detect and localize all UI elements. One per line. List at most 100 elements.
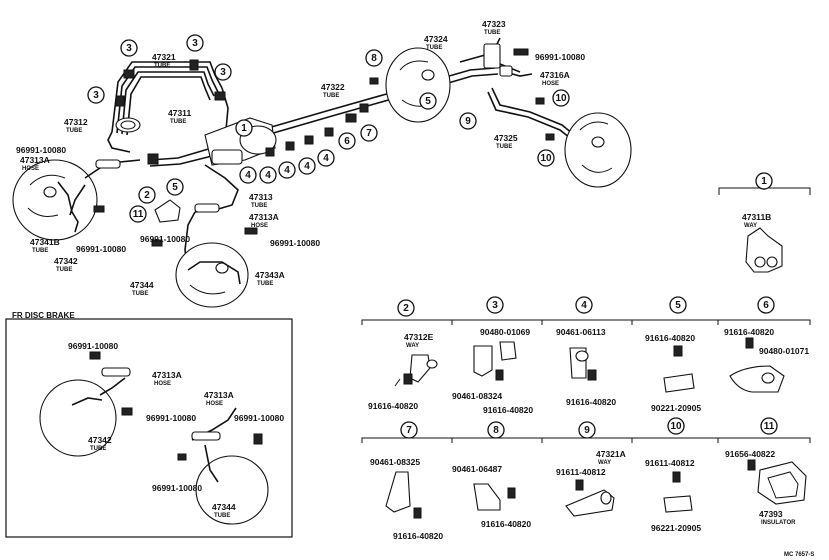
callout-c6a: 6 [338, 132, 356, 150]
callout-c5a: 5 [419, 92, 437, 110]
part-type-p47313Ab: HOSE [251, 223, 268, 229]
callout-c4a: 4 [317, 149, 335, 167]
part-type-fr47313Ab: HOSE [206, 401, 223, 407]
fr-disc-brake-inset: FR DISC BRAKE [5, 311, 293, 538]
callout-c8h: 8 [487, 421, 505, 439]
callout-circle [120, 39, 138, 57]
part-number-g3b: 90461-08324 [452, 391, 502, 401]
part-number-p47342: 47342 [54, 256, 78, 266]
callout-number: 4 [245, 170, 251, 181]
part-number-p96991b: 96991-10080 [16, 145, 66, 155]
callout-c9h: 9 [578, 421, 596, 439]
callout-circle [397, 299, 415, 317]
callout-circle [459, 112, 477, 130]
part-type-p47321: TUBE [154, 63, 170, 69]
part-number-g10a: 91611-40812 [645, 458, 695, 468]
diagram-code: MC 7657-S [784, 552, 814, 558]
callout-number: 10 [555, 93, 567, 104]
callout-circle [755, 172, 773, 190]
part-type-p47344: TUBE [132, 291, 148, 297]
part-type-g2a: WAY [406, 343, 419, 349]
callout-number: 3 [220, 67, 226, 78]
part-number-fr47313Ab: 47313A [204, 390, 234, 400]
part-number-g7a: 90461-08325 [370, 457, 420, 467]
part-type-g11b: INSULATOR [761, 520, 796, 526]
part-number-labels: 47321TUBE47323TUBE47324TUBE96991-1008047… [16, 19, 809, 541]
part-number-g6a: 91616-40820 [724, 327, 774, 337]
part-type-p47313: TUBE [251, 203, 267, 209]
callout-circle [214, 63, 232, 81]
callout-number: 3 [192, 38, 198, 49]
part-number-g3c: 91616-40820 [483, 405, 533, 415]
callout-number: 3 [93, 90, 99, 101]
callout-number: 2 [144, 190, 150, 201]
part-type-p47343A: TUBE [257, 281, 273, 287]
callout-circle [259, 166, 277, 184]
callout-c1h: 1 [755, 172, 773, 190]
callout-number: 8 [493, 425, 499, 436]
callout-number: 5 [172, 182, 178, 193]
part-number-p47344: 47344 [130, 280, 154, 290]
callout-circle [760, 417, 778, 435]
callout-circle [338, 132, 356, 150]
part-type-p47323: TUBE [484, 30, 500, 36]
part-number-p96991a: 96991-10080 [535, 52, 585, 62]
main-assembly [12, 37, 632, 308]
part-number-fr96991a: 96991-10080 [68, 341, 118, 351]
callout-circle [360, 124, 378, 142]
callout-c4h: 4 [575, 296, 593, 314]
callout-circle [419, 92, 437, 110]
part-type-fr47344: TUBE [214, 513, 230, 519]
part-number-fr96991b: 96991-10080 [146, 413, 196, 423]
part-number-g8b: 91616-40820 [481, 519, 531, 529]
detail-2 [394, 354, 438, 387]
part-number-g9b: 91611-40812 [556, 467, 606, 477]
part-type-fr47342: TUBE [90, 446, 106, 452]
part-number-g11b: 47393 [759, 509, 783, 519]
callout-circle [537, 149, 555, 167]
detail-3 [473, 341, 517, 381]
part-number-g11a: 91656-40822 [725, 449, 775, 459]
callout-c9a: 9 [459, 112, 477, 130]
callout-number: 7 [406, 425, 412, 436]
callout-circle [575, 296, 593, 314]
far-right-drum [564, 112, 632, 188]
callout-c3a: 3 [120, 39, 138, 57]
detail-11 [747, 459, 807, 505]
part-number-g10b: 96221-20905 [651, 523, 701, 533]
callout-circle [578, 421, 596, 439]
part-number-p47313Ab: 47313A [249, 212, 279, 222]
callout-circle [239, 166, 257, 184]
part-number-p47323: 47323 [482, 19, 506, 29]
part-type-p47311: TUBE [170, 119, 186, 125]
detail-grid [361, 319, 811, 519]
detail-5 [663, 345, 695, 393]
callout-c2h: 2 [397, 299, 415, 317]
callout-circle [400, 421, 418, 439]
callout-c4c: 4 [278, 161, 296, 179]
callout-number: 5 [675, 300, 681, 311]
part-number-p47311: 47311 [168, 108, 191, 118]
callout-circle [317, 149, 335, 167]
callout-number: 1 [241, 123, 247, 134]
callout-circle [298, 157, 316, 175]
detail-7 [385, 471, 422, 519]
callout-number: 10 [540, 153, 552, 164]
callout-number: 9 [584, 425, 590, 436]
callout-circle [486, 296, 504, 314]
callout-c4e: 4 [239, 166, 257, 184]
callout-number: 3 [126, 43, 132, 54]
part-number-p47324: 47324 [424, 34, 448, 44]
callout-number: 11 [764, 421, 775, 432]
callout-c10a: 10 [552, 89, 570, 107]
callout-number: 5 [425, 96, 431, 107]
callout-c1a: 1 [235, 119, 253, 137]
part-number-g4b: 91616-40820 [566, 397, 616, 407]
part-number-g7b: 91616-40820 [393, 531, 443, 541]
part-number-p47322: 47322 [321, 82, 345, 92]
callout-circle [87, 86, 105, 104]
callout-c5b: 5 [166, 178, 184, 196]
callout-c11a: 11 [129, 205, 147, 223]
callout-number: 4 [265, 170, 271, 181]
callout-c4d: 4 [259, 166, 277, 184]
